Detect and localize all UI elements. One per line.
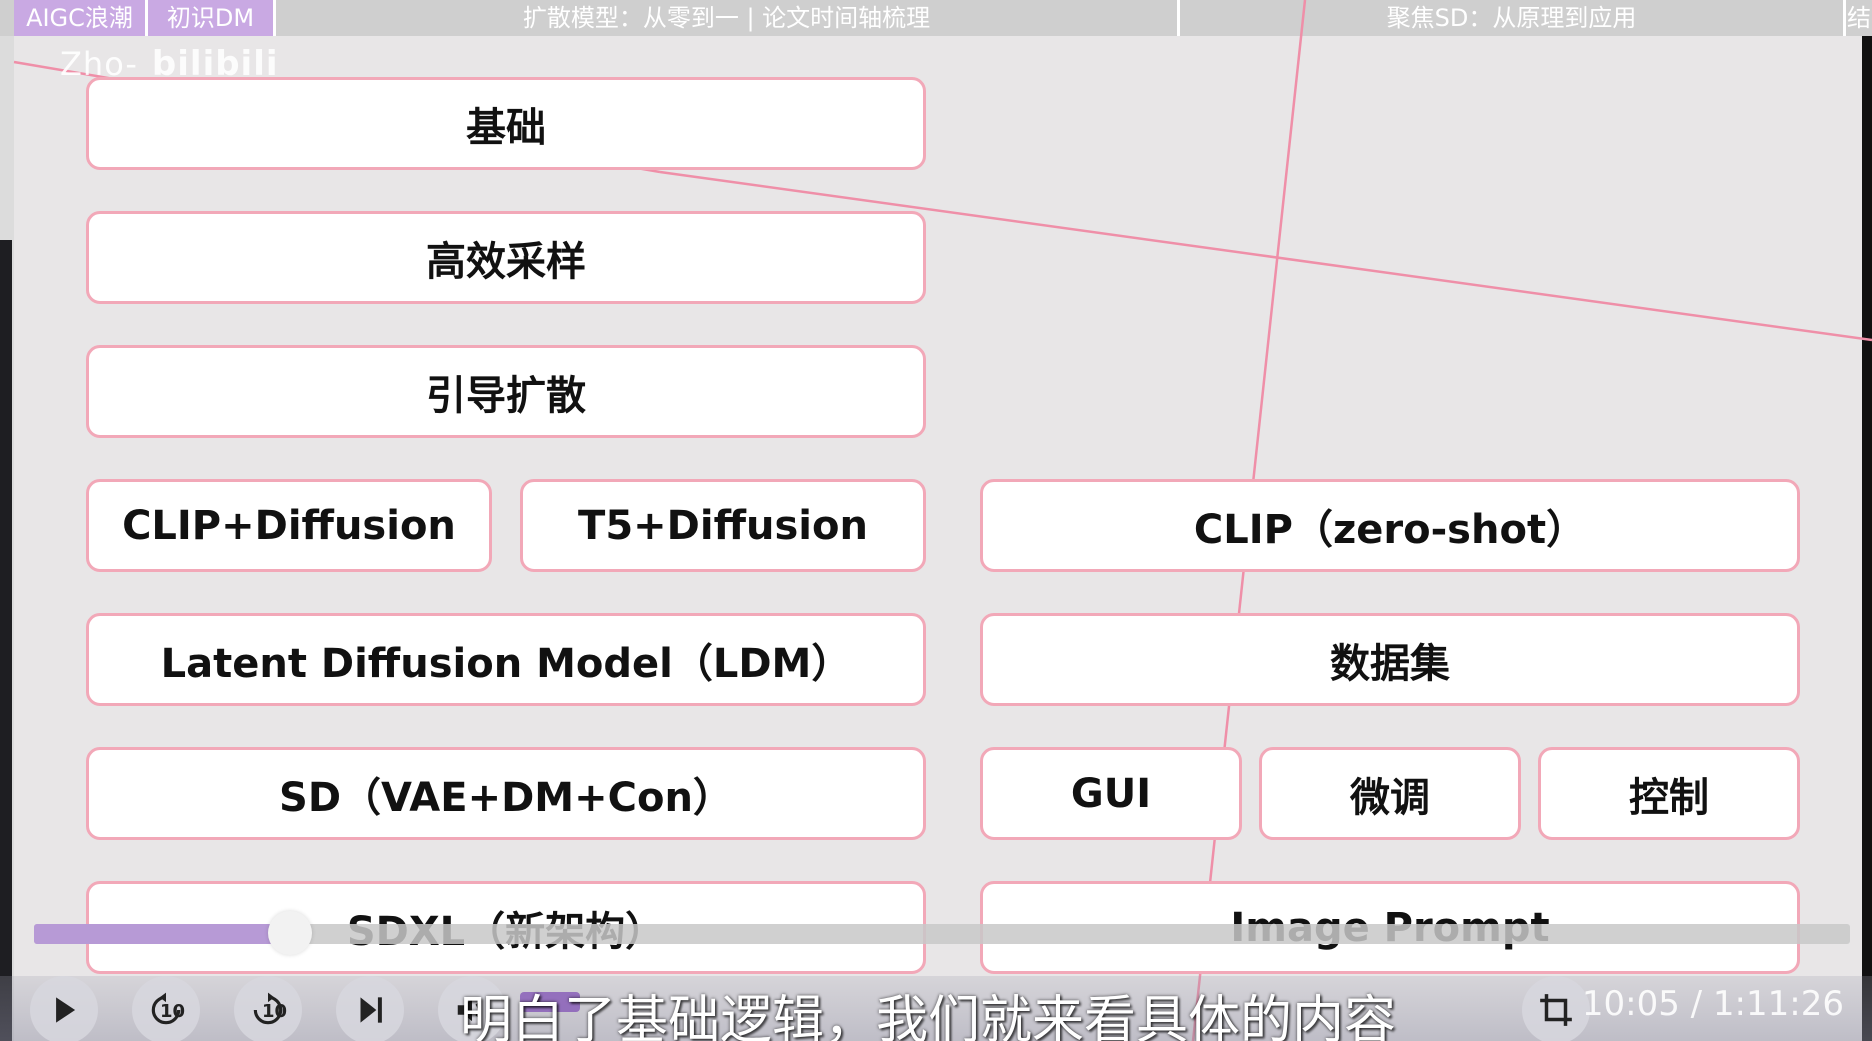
chapter-sd[interactable]: 聚焦SD：从原理到应用 [1180, 0, 1846, 36]
left-edge-dark [0, 240, 12, 1041]
box-clip-zero-shot: CLIP（zero-shot） [980, 479, 1800, 572]
chapter-aigc[interactable]: AIGC浪潮 [14, 0, 148, 36]
box-sd: SD（VAE+DM+Con） [86, 747, 926, 840]
box-control: 控制 [1538, 747, 1800, 840]
time-display: 10:05 / 1:11:26 [1581, 984, 1844, 1024]
forward-seconds: 10 [262, 1001, 288, 1022]
rewind-10-button[interactable]: 10 [132, 976, 200, 1041]
play-button[interactable] [30, 976, 98, 1041]
box-t5-diffusion: T5+Diffusion [520, 479, 926, 572]
watermark-user: Zho- [60, 45, 138, 83]
subtitle: 明白了基础逻辑，我们就来看具体的内容 [460, 991, 1397, 1041]
chapter-end[interactable]: 结 [1847, 4, 1871, 32]
box-guided-diffusion: 引导扩散 [86, 345, 926, 438]
right-edge [1862, 36, 1872, 1041]
box-basics: 基础 [86, 77, 926, 170]
next-button[interactable] [336, 976, 404, 1041]
box-efficient-sampling: 高效采样 [86, 211, 926, 304]
volume-icon [457, 998, 481, 1022]
rewind-seconds: 10 [160, 1001, 186, 1022]
chapter-bar: AIGC浪潮 初识DM 扩散模型：从零到一 | 论文时间轴梳理 聚焦SD：从原理… [0, 0, 1872, 36]
volume-slider[interactable] [520, 992, 580, 1012]
crop-button[interactable] [1522, 976, 1590, 1041]
box-ldm: Latent Diffusion Model（LDM） [86, 613, 926, 706]
forward-icon [253, 992, 283, 1025]
crop-icon [1540, 994, 1572, 1026]
rewind-icon [151, 992, 181, 1025]
chapter-intro-dm[interactable]: 初识DM [148, 0, 276, 36]
forward-10-button[interactable]: 10 [234, 976, 302, 1041]
skip-next-icon [360, 997, 382, 1023]
box-gui: GUI [980, 747, 1242, 840]
box-clip-diffusion: CLIP+Diffusion [86, 479, 492, 572]
box-finetune: 微调 [1259, 747, 1521, 840]
box-dataset: 数据集 [980, 613, 1800, 706]
volume-button[interactable] [438, 976, 506, 1041]
play-icon [56, 997, 76, 1023]
progress-handle[interactable] [268, 911, 313, 955]
chapter-timeline[interactable]: 扩散模型：从零到一 | 论文时间轴梳理 [276, 0, 1180, 36]
progress-fill [34, 924, 291, 944]
progress-track[interactable] [34, 924, 1850, 944]
